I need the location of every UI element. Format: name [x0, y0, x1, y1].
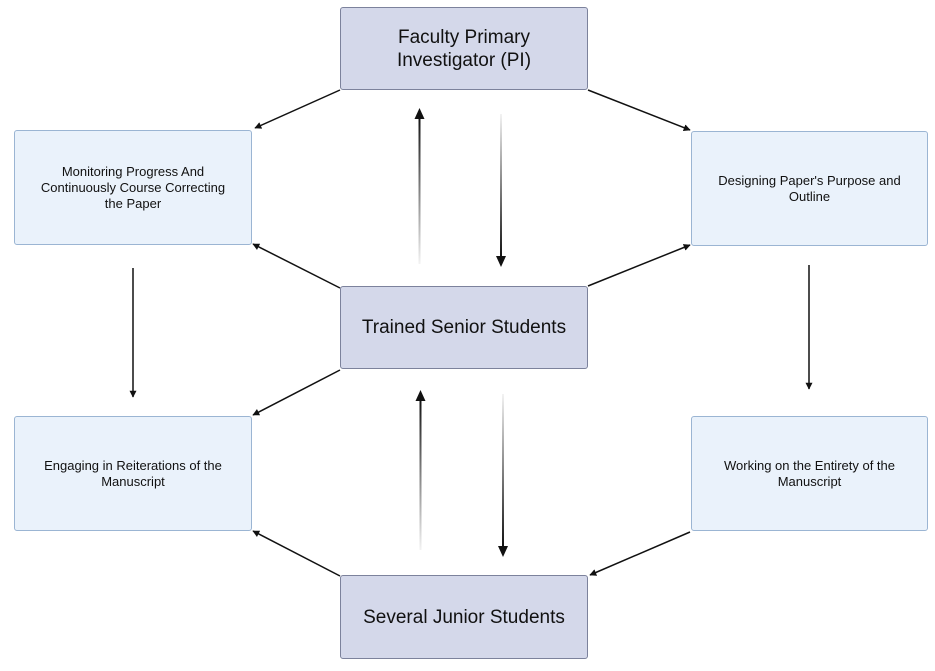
node-reiterations-line1: Engaging in Reiterations of the [44, 457, 222, 473]
arrow-junior-to-reiterations [252, 530, 341, 577]
node-engaging-reiterations: Engaging in Reiterations of the Manuscri… [14, 416, 252, 531]
node-monitoring-line2: Continuously Course Correcting [40, 179, 226, 195]
node-monitoring-progress-text: Monitoring Progress And Continuously Cou… [31, 164, 235, 212]
arrow-senior-to-junior-shaft [502, 394, 504, 548]
node-faculty-pi-text: Faculty Primary Investigator (PI) [397, 26, 531, 72]
node-reiterations-line2: Manuscript [101, 473, 165, 489]
node-designing-purpose: Designing Paper's Purpose and Outline [691, 131, 928, 246]
arrow-pi-to-senior-head [496, 256, 506, 267]
arrow-junior-to-senior-head [415, 390, 426, 401]
node-designing-purpose-text: Designing Paper's Purpose and Outline [708, 173, 910, 205]
arrow-pi-to-designing [587, 89, 691, 131]
arrow-junior-to-senior-shaft [419, 398, 422, 550]
node-faculty-pi-line2: Investigator (PI) [396, 49, 532, 71]
node-trained-senior-students-label: Trained Senior Students [361, 317, 567, 338]
node-several-junior-students-label: Several Junior Students [363, 606, 565, 628]
node-monitoring-progress: Monitoring Progress And Continuously Cou… [14, 130, 252, 245]
node-monitoring-line1: Monitoring Progress And [61, 163, 205, 179]
arrow-working-to-junior [589, 531, 691, 576]
node-working-entirety-text: Working on the Entirety of the Manuscrip… [714, 458, 905, 490]
arrow-pi-to-monitoring [254, 89, 341, 129]
node-several-junior-students: Several Junior Students [340, 575, 588, 659]
node-engaging-reiterations-text: Engaging in Reiterations of the Manuscri… [34, 458, 232, 490]
node-monitoring-line3: the Paper [104, 195, 162, 211]
node-working-line1: Working on the Entirety of the [723, 457, 896, 473]
node-designing-line2: Outline [788, 188, 831, 204]
node-working-line2: Manuscript [777, 473, 842, 489]
arrow-senior-to-designing [587, 244, 691, 287]
node-faculty-pi-line1: Faculty Primary [398, 26, 530, 48]
arrow-senior-to-pi-shaft [418, 116, 421, 264]
arrow-senior-to-junior-head [498, 546, 508, 557]
node-faculty-pi: Faculty Primary Investigator (PI) [340, 7, 588, 90]
arrow-senior-to-pi-head [414, 108, 425, 119]
node-working-entirety: Working on the Entirety of the Manuscrip… [691, 416, 928, 531]
arrow-senior-to-monitoring [252, 243, 341, 289]
node-designing-line1: Designing Paper's Purpose and [718, 172, 901, 188]
arrow-senior-to-reiterations [252, 369, 341, 416]
arrow-pi-to-senior-shaft [500, 114, 502, 258]
node-trained-senior-students: Trained Senior Students [340, 286, 588, 369]
